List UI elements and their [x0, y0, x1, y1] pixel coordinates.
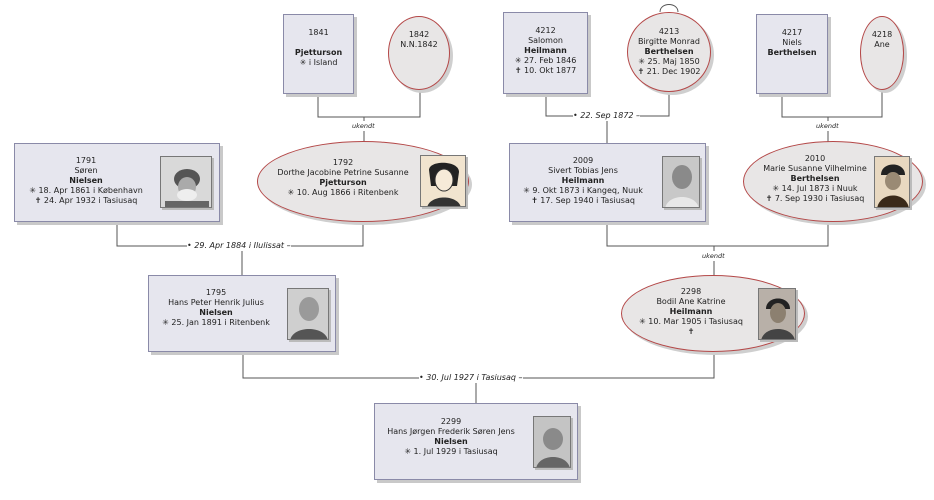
- marriage-label: • 22. Sep 1872 –: [573, 111, 641, 121]
- person-given-name: Marie Susanne Vilhelmine: [763, 164, 867, 173]
- person-box-1841[interactable]: 1841 Pjetturson ✳ i Island: [283, 14, 354, 94]
- person-birth: ✳ 9. Okt 1873 i Kangeq, Nuuk: [523, 186, 643, 195]
- person-id: 4212: [535, 26, 556, 35]
- person-death: ✝ 7. Sep 1930 i Tasiusaq: [765, 194, 865, 203]
- portrait-photo: [287, 288, 329, 340]
- person-death: ✝ 10. Okt 1877: [514, 66, 577, 75]
- person-given-name: Bodil Ane Katrine: [656, 297, 726, 306]
- person-birth: ✳ i Island: [299, 58, 338, 67]
- person-id: 4213: [658, 27, 680, 36]
- person-surname: Nielsen: [434, 437, 468, 446]
- person-given-name: Ane: [874, 40, 890, 49]
- person-given-name: N.N.1842: [400, 40, 438, 49]
- marriage-label: ukendt: [352, 121, 375, 131]
- person-surname: Heilmann: [669, 307, 713, 316]
- person-oval-4218[interactable]: 4218 Ane: [860, 16, 904, 90]
- person-id: 2010: [804, 154, 826, 163]
- person-id: 2299: [440, 417, 462, 426]
- person-id: 4218: [871, 30, 893, 39]
- marriage-label: ukendt: [702, 251, 725, 261]
- person-birth: ✳ 14. Jul 1873 i Nuuk: [772, 184, 858, 193]
- person-oval-4213[interactable]: 4213 Birgitte Monrad Berthelsen ✳ 25. Ma…: [627, 12, 711, 92]
- person-birth: ✳ 10. Mar 1905 i Tasiusaq: [639, 317, 743, 326]
- person-death: ✝: [687, 327, 695, 336]
- portrait-photo: [662, 156, 700, 208]
- portrait-photo: [533, 416, 571, 468]
- person-given-name: Dorthe Jacobine Petrine Susanne: [277, 168, 409, 177]
- person-box-1791[interactable]: 1791 Søren Nielsen ✳ 18. Apr 1861 i Købe…: [14, 143, 220, 222]
- marriage-label: • 30. Jul 1927 i Tasiusaq –: [419, 373, 523, 383]
- person-given-name: Hans Peter Henrik Julius: [168, 298, 264, 307]
- person-given-name: Niels: [782, 38, 802, 47]
- person-oval-2298[interactable]: 2298 Bodil Ane Katrine Heilmann ✳ 10. Ma…: [621, 275, 805, 352]
- person-given-name: Søren: [74, 166, 98, 175]
- portrait-photo: [160, 156, 212, 208]
- person-given-name: Sivert Tobias Jens: [548, 166, 618, 175]
- person-box-4217[interactable]: 4217 Niels Berthelsen: [756, 14, 828, 94]
- person-surname: Nielsen: [199, 308, 233, 317]
- person-surname: Heilmann: [524, 46, 567, 55]
- portrait-photo: [758, 288, 796, 340]
- person-surname: Berthelsen: [767, 48, 817, 57]
- person-surname: Berthelsen: [644, 47, 694, 56]
- person-id: 2009: [572, 156, 594, 165]
- portrait-photo: [420, 155, 466, 207]
- person-death: ✝ 17. Sep 1940 i Tasiusaq: [531, 196, 635, 205]
- person-box-4212[interactable]: 4212 Salomon Heilmann ✳ 27. Feb 1846 ✝ 1…: [503, 12, 588, 94]
- person-birth: ✳ 25. Maj 1850: [638, 57, 700, 66]
- person-given-name: Hans Jørgen Frederik Søren Jens: [387, 427, 515, 436]
- marriage-label: ukendt: [816, 121, 839, 131]
- person-box-1795[interactable]: 1795 Hans Peter Henrik Julius Nielsen ✳ …: [148, 275, 336, 352]
- person-death: ✝ 21. Dec 1902: [637, 67, 701, 76]
- person-box-2299[interactable]: 2299 Hans Jørgen Frederik Søren Jens Nie…: [374, 403, 578, 480]
- person-given-name: Salomon: [528, 36, 563, 45]
- person-id: 1842: [408, 30, 430, 39]
- marriage-label: • 29. Apr 1884 i Ilulissat –: [187, 241, 291, 251]
- person-id: 1791: [75, 156, 97, 165]
- person-id: 1795: [205, 288, 227, 297]
- person-surname: Nielsen: [69, 176, 103, 185]
- person-death: ✝ 24. Apr 1932 i Tasiusaq: [34, 196, 138, 205]
- person-oval-1792[interactable]: 1792 Dorthe Jacobine Petrine Susanne Pje…: [257, 141, 469, 222]
- person-surname: Berthelsen: [790, 174, 840, 183]
- person-birth: ✳ 27. Feb 1846: [514, 56, 577, 65]
- person-birth: ✳ 18. Apr 1861 i København: [29, 186, 143, 195]
- person-birth: ✳ 25. Jan 1891 i Ritenbenk: [162, 318, 270, 327]
- person-box-2009[interactable]: 2009 Sivert Tobias Jens Heilmann ✳ 9. Ok…: [509, 143, 706, 222]
- person-id: 4217: [781, 28, 803, 37]
- person-birth: ✳ 10. Aug 1866 i Ritenbenk: [287, 188, 399, 197]
- portrait-photo: [874, 156, 910, 208]
- person-surname: Pjetturson: [294, 48, 343, 57]
- person-birth: ✳ 1. Jul 1929 i Tasiusaq: [404, 447, 498, 456]
- person-id: 2298: [680, 287, 702, 296]
- person-surname: Pjetturson: [319, 178, 367, 187]
- person-oval-2010[interactable]: 2010 Marie Susanne Vilhelmine Berthelsen…: [743, 141, 923, 222]
- person-id: 1792: [332, 158, 354, 167]
- person-surname: Heilmann: [561, 176, 605, 185]
- person-id: 1841: [308, 28, 329, 37]
- person-given-name: Birgitte Monrad: [637, 37, 701, 46]
- person-oval-1842[interactable]: 1842 N.N.1842: [388, 16, 450, 90]
